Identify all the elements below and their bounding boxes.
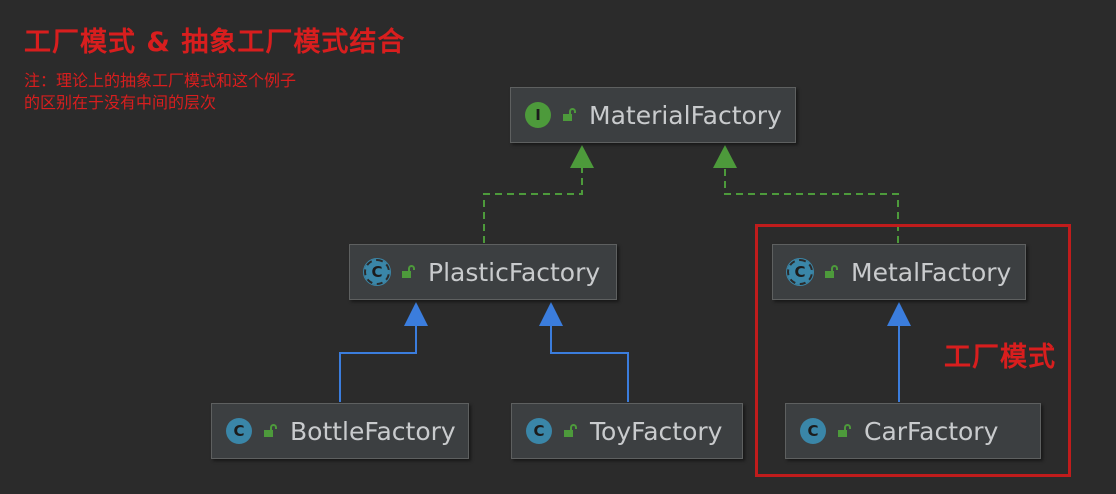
edge-plastic-to-material [483, 168, 583, 243]
node-label: MetalFactory [851, 257, 1012, 287]
unlocked-icon [838, 424, 851, 437]
edge-bottle-to-plastic [339, 325, 417, 402]
node-material-factory[interactable]: I MaterialFactory [510, 87, 796, 143]
unlocked-icon [402, 265, 415, 278]
abstract-class-icon: C [363, 258, 391, 286]
node-toy-factory[interactable]: C ToyFactory [511, 403, 743, 459]
class-icon: C [526, 418, 552, 444]
node-car-factory[interactable]: C CarFactory [785, 403, 1041, 459]
arrowhead-material-left [570, 145, 594, 168]
diagram-title: 工厂模式 & 抽象工厂模式结合 [24, 27, 406, 58]
node-label: PlasticFactory [428, 257, 601, 287]
arrowhead-plastic-right [539, 302, 563, 326]
unlocked-icon [825, 265, 838, 278]
edge-toy-to-plastic [550, 325, 629, 402]
arrowhead-metal [887, 302, 911, 326]
note-line-1: 注：理论上的抽象工厂模式和这个例子 [24, 71, 297, 90]
note-text: 注：理论上的抽象工厂模式和这个例子 的区别在于没有中间的层次 [24, 70, 384, 114]
node-label: MaterialFactory [589, 100, 782, 130]
class-icon: C [226, 418, 252, 444]
node-label: BottleFactory [290, 416, 456, 446]
arrowhead-material-right [713, 145, 737, 168]
node-label: ToyFactory [590, 416, 723, 446]
node-plastic-factory[interactable]: C PlasticFactory [349, 244, 617, 300]
node-bottle-factory[interactable]: C BottleFactory [211, 403, 469, 459]
unlocked-icon [264, 424, 277, 437]
arrowhead-plastic-left [404, 302, 428, 326]
edge-metal-to-material [724, 168, 899, 243]
unlocked-icon [564, 424, 577, 437]
node-label: CarFactory [864, 416, 999, 446]
unlocked-icon [563, 108, 576, 121]
interface-icon: I [525, 102, 551, 128]
class-icon: C [800, 418, 826, 444]
abstract-class-icon: C [786, 258, 814, 286]
highlight-frame [755, 224, 1071, 477]
note-line-2: 的区别在于没有中间的层次 [24, 93, 217, 112]
highlight-label: 工厂模式 [944, 342, 1056, 373]
node-metal-factory[interactable]: C MetalFactory [772, 244, 1026, 300]
